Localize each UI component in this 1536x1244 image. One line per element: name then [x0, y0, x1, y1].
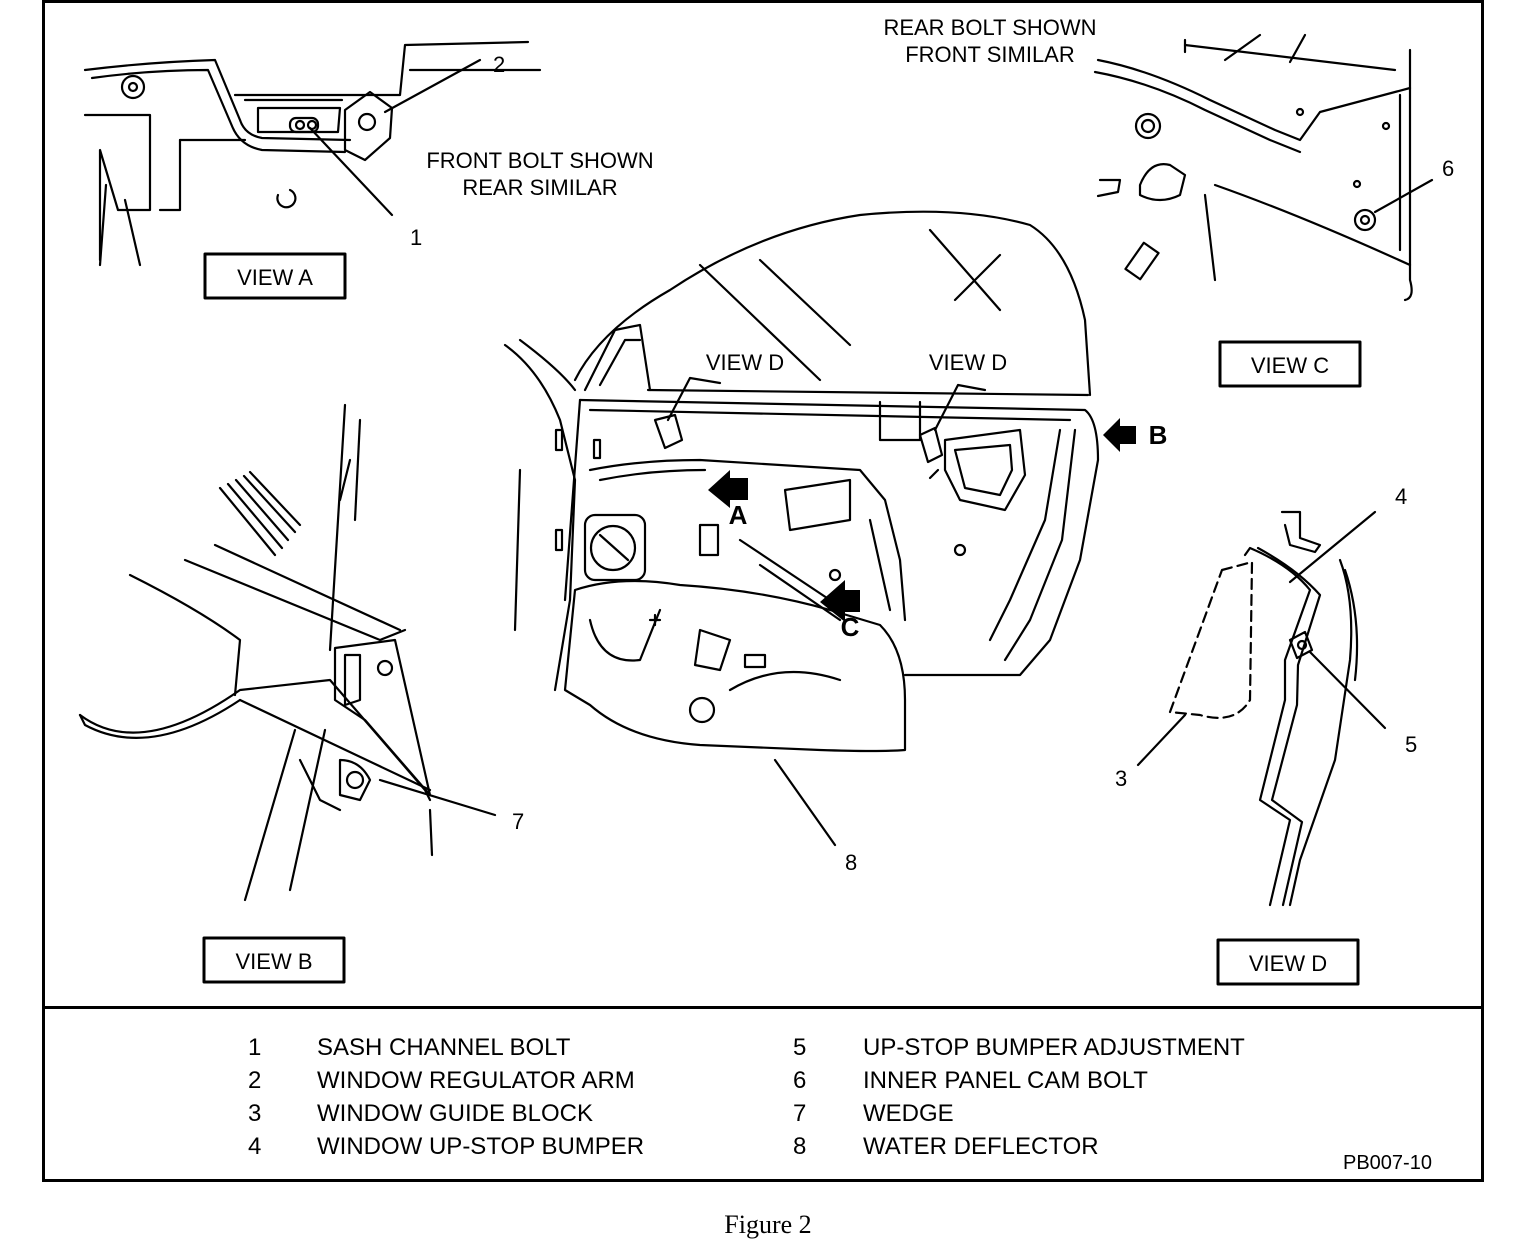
legend-text: WEDGE: [863, 1100, 954, 1127]
callout-3: 3: [1115, 766, 1127, 791]
leader-8: [773, 758, 837, 847]
diagram-frame: [42, 0, 1484, 1182]
leader-2: [383, 58, 482, 114]
legend-text: UP-STOP BUMPER ADJUSTMENT: [863, 1034, 1245, 1061]
view-c-drawing: [1093, 33, 1413, 302]
view-d-label: VIEW D: [1249, 951, 1327, 976]
legend-text: INNER PANEL CAM BOLT: [863, 1067, 1148, 1094]
view-b-label: VIEW B: [235, 949, 312, 974]
legend-number: 8: [793, 1133, 807, 1160]
legend-divider: [42, 1006, 1484, 1009]
leader-6: [1373, 178, 1434, 214]
view-a-label: VIEW A: [237, 265, 313, 290]
view-c-caption-line1: REAR BOLT SHOWN: [883, 15, 1096, 40]
view-a-drawing: [83, 40, 542, 267]
legend-number: 5: [793, 1034, 807, 1061]
view-c-box: [1218, 340, 1362, 388]
view-d-box: [1216, 938, 1360, 986]
view-b-drawing: [78, 403, 434, 902]
callout-4: 4: [1395, 484, 1407, 509]
legend-number: 4: [248, 1133, 262, 1160]
callout-5: 5: [1405, 732, 1417, 757]
main-view-d-right: VIEW D: [929, 350, 1007, 375]
view-c-caption-line2: FRONT SIMILAR: [905, 42, 1075, 67]
view-b-box: [202, 936, 346, 984]
legend-text: WATER DEFLECTOR: [863, 1133, 1099, 1160]
legend-number: 7: [793, 1100, 807, 1127]
arrow-b-icon: [1103, 418, 1136, 452]
door-assembly-diagram: VIEW A VIEW C VIEW B VIEW D FRONT BOLT S…: [78, 15, 1454, 986]
legend-number: 1: [248, 1034, 262, 1061]
view-a-box: [203, 252, 347, 300]
legend-text: WINDOW UP-STOP BUMPER: [317, 1133, 645, 1160]
view-a-caption-line2: REAR SIMILAR: [462, 175, 617, 200]
view-a-caption-line1: FRONT BOLT SHOWN: [426, 148, 653, 173]
figure-caption: Figure 2: [724, 1210, 812, 1239]
callout-6: 6: [1442, 156, 1454, 181]
legend-text: WINDOW REGULATOR ARM: [317, 1067, 635, 1094]
callout-7: 7: [512, 809, 524, 834]
callout-2: 2: [493, 52, 505, 77]
leader-1: [308, 126, 394, 217]
legend-number: 2: [248, 1067, 262, 1094]
arrow-c-icon: [820, 580, 860, 622]
arrow-c-label: C: [841, 612, 860, 642]
door-drawing: [503, 210, 1100, 753]
arrow-a-label: A: [729, 500, 748, 530]
leader-4: [1288, 510, 1377, 584]
callout-1: 1: [410, 225, 422, 250]
leader-7: [378, 778, 497, 817]
legend-text: SASH CHANNEL BOLT: [317, 1034, 571, 1061]
legend-number: 3: [248, 1100, 262, 1127]
callout-8: 8: [845, 850, 857, 875]
legend-text: WINDOW GUIDE BLOCK: [317, 1100, 594, 1127]
view-c-label: VIEW C: [1251, 353, 1329, 378]
legend-number: 6: [793, 1067, 807, 1094]
drawing-code: PB007-10: [1343, 1152, 1432, 1174]
main-view-d-left: VIEW D: [706, 350, 784, 375]
leader-5: [1308, 650, 1387, 730]
leader-3: [1136, 713, 1187, 767]
arrow-a-icon: [708, 470, 748, 508]
view-d-drawing: [1168, 510, 1359, 907]
arrow-b-label: B: [1149, 420, 1168, 450]
